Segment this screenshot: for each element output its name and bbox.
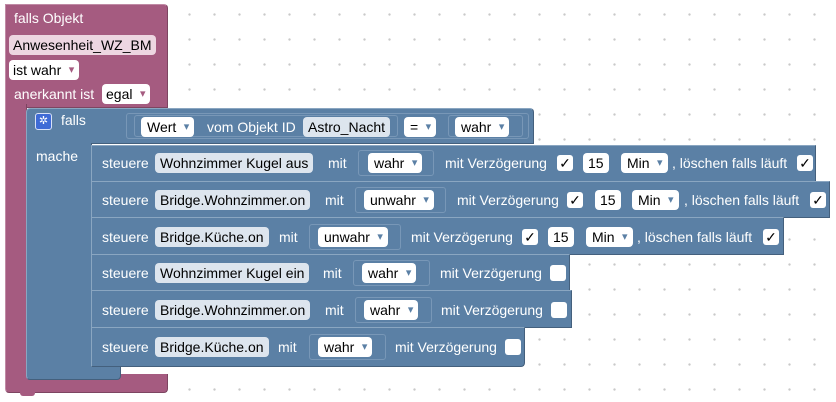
clear-label: , löschen falls läuft (637, 229, 753, 245)
steuere-label: steuere (102, 229, 149, 245)
event-block-spine[interactable] (5, 104, 27, 378)
event-header-label: falls Objekt (14, 10, 84, 26)
delay-label: mit Verzögerung (395, 339, 497, 355)
value-dropdown-6[interactable]: wahr (318, 337, 373, 357)
delay-amount-1[interactable]: 15 (583, 153, 609, 173)
delay-checkbox-6[interactable] (505, 339, 521, 355)
delay-checkbox-5[interactable] (551, 302, 567, 318)
gear-icon[interactable]: ✲ (35, 113, 52, 130)
value-dropdown-1[interactable]: wahr (368, 153, 423, 173)
if-falls-label: falls (61, 112, 86, 128)
clear-label: , löschen falls läuft (684, 192, 800, 208)
clear-checkbox-1[interactable]: ✓ (797, 155, 813, 171)
clear-label: , löschen falls läuft (672, 155, 788, 171)
clear-checkbox-3[interactable]: ✓ (763, 229, 779, 245)
delay-label: mit Verzögerung (445, 155, 547, 171)
mit-label: mit (279, 229, 298, 245)
delay-checkbox-1[interactable]: ✓ (557, 155, 573, 171)
mit-label: mit (325, 192, 344, 208)
action-target-3[interactable]: Bridge.Küche.on (155, 227, 269, 247)
value-dropdown-5[interactable]: wahr (364, 300, 419, 320)
delay-amount-2[interactable]: 15 (595, 190, 621, 210)
action-target-1[interactable]: Wohnzimmer Kugel aus (155, 153, 314, 173)
steuere-label: steuere (102, 302, 149, 318)
delay-unit-dropdown-3[interactable]: Min (586, 227, 633, 247)
delay-amount-3[interactable]: 15 (548, 227, 574, 247)
delay-unit-dropdown-1[interactable]: Min (621, 153, 668, 173)
steuere-label: steuere (102, 155, 149, 171)
value-dropdown-2[interactable]: unwahr (364, 190, 434, 210)
action-target-4[interactable]: Wohnzimmer Kugel ein (155, 263, 310, 283)
delay-checkbox-2[interactable]: ✓ (567, 192, 583, 208)
event-condition-dropdown[interactable]: ist wahr (9, 60, 80, 80)
action-target-2[interactable]: Bridge.Wohnzimmer.on (155, 190, 311, 210)
action-target-6[interactable]: Bridge.Küche.on (155, 337, 269, 357)
mit-label: mit (325, 302, 344, 318)
steuere-label: steuere (102, 339, 149, 355)
from-object-label: vom Objekt ID (207, 119, 296, 135)
delay-label: mit Verzögerung (440, 265, 542, 281)
delay-checkbox-3[interactable]: ✓ (522, 229, 538, 245)
clear-checkbox-2[interactable]: ✓ (810, 192, 826, 208)
delay-label: mit Verzögerung (457, 192, 559, 208)
operator-dropdown[interactable]: = (404, 117, 437, 137)
value-dropdown-3[interactable]: unwahr (318, 227, 388, 247)
compare-object-id-field[interactable]: Astro_Nacht (303, 117, 391, 137)
if-block-spine[interactable] (26, 143, 92, 368)
event-ack-dropdown[interactable]: egal (102, 84, 151, 104)
delay-unit-dropdown-2[interactable]: Min (632, 190, 679, 210)
event-ack-label: anerkannt ist (14, 86, 95, 102)
if-mache-label: mache (36, 148, 79, 164)
action-target-5[interactable]: Bridge.Wohnzimmer.on (155, 300, 311, 320)
value-dropdown[interactable]: Wert (141, 117, 195, 137)
delay-label: mit Verzögerung (441, 302, 543, 318)
delay-label: mit Verzögerung (411, 229, 513, 245)
rhs-dropdown[interactable]: wahr (455, 117, 510, 137)
steuere-label: steuere (102, 192, 149, 208)
mit-label: mit (323, 265, 342, 281)
mit-label: mit (278, 339, 297, 355)
value-dropdown-4[interactable]: wahr (362, 263, 417, 283)
if-block-bottom[interactable] (26, 364, 121, 380)
mit-label: mit (328, 155, 347, 171)
event-block-puzzle-tab (20, 390, 35, 396)
delay-checkbox-4[interactable] (550, 265, 566, 281)
steuere-label: steuere (102, 265, 149, 281)
event-object-id-field[interactable]: Anwesenheit_WZ_BM (9, 35, 156, 55)
